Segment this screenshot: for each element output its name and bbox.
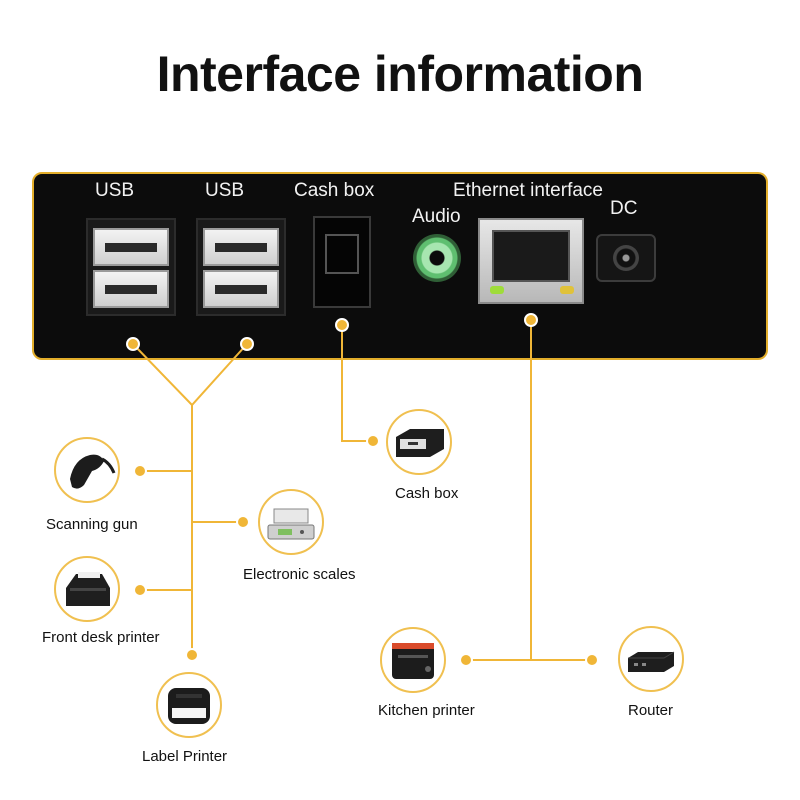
interface-panel: USB USB Cash box Audio Ethernet interfac… bbox=[32, 172, 768, 360]
cash-box-device-label: Cash box bbox=[395, 485, 459, 502]
kitchen-printer-label: Kitchen printer bbox=[378, 702, 475, 719]
dc-port bbox=[596, 234, 656, 282]
kitchen-printer-icon bbox=[380, 627, 446, 693]
ethernet-port-dot bbox=[524, 313, 538, 327]
usb-label-1: USB bbox=[95, 180, 135, 201]
dc-port-label: DC bbox=[610, 198, 638, 219]
front-desk-printer-dot bbox=[133, 583, 147, 597]
barcode-scanner-icon bbox=[54, 437, 120, 503]
scale-icon bbox=[258, 489, 324, 555]
usb2-dot bbox=[240, 337, 254, 351]
usb-label-2: USB bbox=[205, 180, 245, 201]
kitchen-printer-dot bbox=[459, 653, 473, 667]
router-icon bbox=[618, 626, 684, 692]
ethernet-port-label: Ethernet interface bbox=[453, 180, 603, 201]
router-label: Router bbox=[628, 702, 674, 719]
electronic-scales-label: Electronic scales bbox=[243, 566, 356, 583]
cash-box-device-dot bbox=[366, 434, 380, 448]
page-title: Interface information bbox=[156, 46, 644, 102]
scanning-gun-label: Scanning gun bbox=[46, 516, 138, 533]
cash-box-port bbox=[313, 216, 371, 308]
ethernet-port bbox=[478, 218, 584, 304]
label-printer-icon bbox=[156, 672, 222, 738]
cash-drawer-icon bbox=[386, 409, 452, 475]
front-desk-printer-label: Front desk printer bbox=[42, 629, 160, 646]
audio-port-label: Audio bbox=[412, 206, 461, 227]
audio-port bbox=[413, 234, 461, 282]
cash-box-port-dot bbox=[335, 318, 349, 332]
receipt-printer-icon bbox=[54, 556, 120, 622]
usb1-dot bbox=[126, 337, 140, 351]
electronic-scales-dot bbox=[236, 515, 250, 529]
scanning-gun-dot bbox=[133, 464, 147, 478]
usb-port-2 bbox=[196, 218, 286, 316]
usb-port-1 bbox=[86, 218, 176, 316]
router-dot bbox=[585, 653, 599, 667]
label-printer-label: Label Printer bbox=[142, 748, 228, 765]
cash-box-port-label: Cash box bbox=[294, 180, 375, 201]
label-printer-dot bbox=[185, 648, 199, 662]
